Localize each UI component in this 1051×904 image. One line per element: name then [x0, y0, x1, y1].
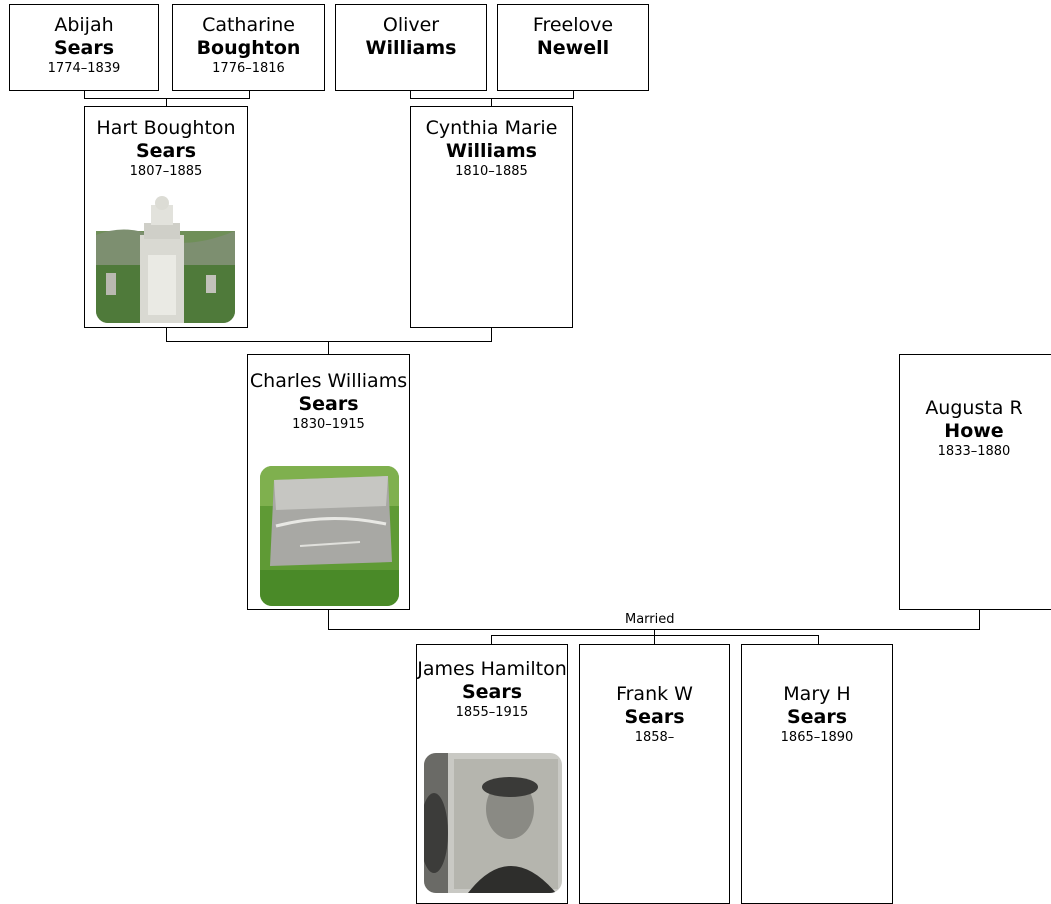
surname: Williams: [365, 37, 457, 59]
married-label: Married: [622, 612, 678, 628]
person-card-charles-williams-sears[interactable]: Charles Williams Sears 1830–1915: [247, 354, 410, 610]
life-dates: 1774–1839: [47, 61, 121, 76]
given-name: Abijah: [54, 14, 114, 36]
person-card-hart-boughton-sears[interactable]: Hart Boughton Sears 1807–1885: [84, 106, 248, 328]
connector: [249, 90, 250, 99]
surname: Sears: [461, 681, 523, 703]
gravestone-photo: [96, 195, 235, 323]
connector: [979, 609, 980, 630]
given-name: Freelove: [532, 14, 614, 36]
gravestone-photo: [260, 466, 399, 606]
connector: [328, 341, 329, 355]
connector: [654, 629, 655, 635]
life-dates: 1865–1890: [780, 730, 854, 745]
life-dates: 1776–1816: [212, 61, 285, 76]
connector: [491, 635, 819, 636]
connector: [818, 635, 819, 645]
given-name: Mary H: [783, 683, 851, 705]
given-name: Charles Williams: [249, 370, 408, 392]
life-dates: 1810–1885: [455, 164, 528, 179]
person-card-james-hamilton-sears[interactable]: James Hamilton Sears 1855–1915: [416, 644, 568, 904]
given-name: Cynthia Marie: [425, 117, 558, 139]
surname: Sears: [53, 37, 115, 59]
connector: [166, 327, 167, 342]
person-card-catharine-boughton[interactable]: Catharine Boughton 1776–1816: [172, 4, 325, 91]
connector: [491, 327, 492, 342]
person-card-augusta-r-howe[interactable]: Augusta R Howe 1833–1880: [899, 354, 1051, 610]
connector: [84, 98, 250, 99]
given-name: Frank W: [616, 683, 693, 705]
person-card-freelove-newell[interactable]: Freelove Newell: [497, 4, 649, 91]
connector: [328, 609, 329, 630]
life-dates: 1833–1880: [937, 444, 1011, 459]
person-card-frank-w-sears[interactable]: Frank W Sears 1858–: [579, 644, 730, 904]
connector: [654, 635, 655, 645]
connector: [166, 98, 167, 106]
surname: Sears: [624, 706, 685, 728]
life-dates: 1830–1915: [292, 417, 365, 432]
surname: Howe: [944, 420, 1004, 442]
person-card-oliver-williams[interactable]: Oliver Williams: [335, 4, 487, 91]
connector: [410, 90, 411, 99]
surname: Sears: [135, 140, 197, 162]
connector: [166, 341, 492, 342]
life-dates: 1807–1885: [129, 164, 203, 179]
connector: [84, 90, 85, 99]
given-name: Catharine: [202, 14, 295, 36]
surname: Sears: [786, 706, 848, 728]
given-name: Hart Boughton: [96, 117, 236, 139]
connector: [573, 90, 574, 99]
portrait-photo: [424, 753, 562, 893]
person-card-mary-h-sears[interactable]: Mary H Sears 1865–1890: [741, 644, 893, 904]
surname: Williams: [446, 140, 537, 162]
life-dates: 1858–: [634, 730, 675, 745]
surname: Sears: [298, 393, 359, 415]
person-card-abijah-sears[interactable]: Abijah Sears 1774–1839: [9, 4, 159, 91]
connector: [491, 98, 492, 106]
connector: [491, 635, 492, 645]
given-name: James Hamilton: [417, 658, 567, 680]
surname: Boughton: [196, 37, 301, 59]
surname: Newell: [536, 37, 610, 59]
given-name: Augusta R: [925, 397, 1023, 419]
life-dates: 1855–1915: [455, 705, 529, 720]
connector: [410, 98, 574, 99]
given-name: Oliver: [382, 14, 440, 36]
person-card-cynthia-marie-williams[interactable]: Cynthia Marie Williams 1810–1885: [410, 106, 573, 328]
